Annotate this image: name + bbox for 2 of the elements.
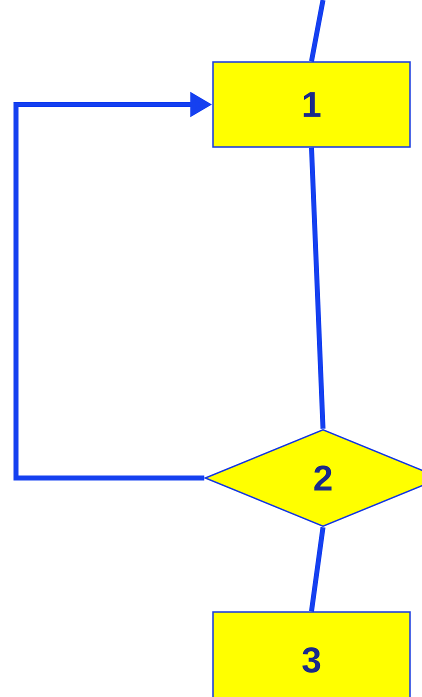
process-box: 3 xyxy=(212,611,411,697)
process-box: 1 xyxy=(212,61,411,148)
